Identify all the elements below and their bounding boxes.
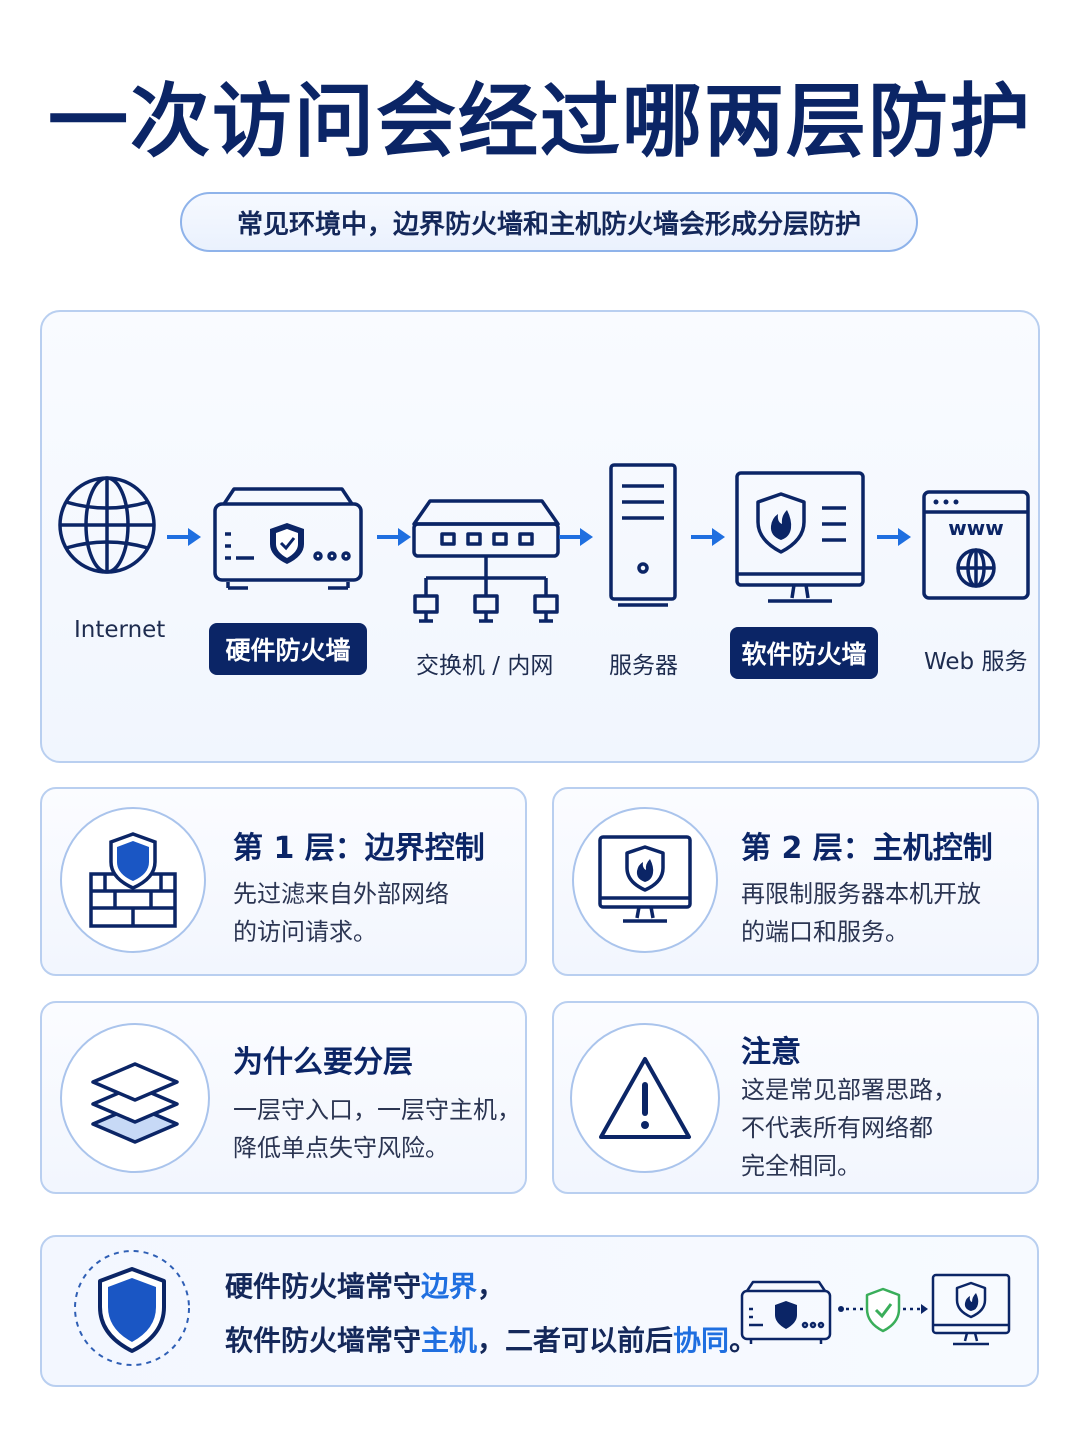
summary-text: ， [477,1270,506,1303]
card-text-line: 这是常见部署思路， [741,1076,957,1104]
card-text-line: 降低单点失守风险。 [233,1134,449,1162]
globe-icon [58,476,156,574]
card-text-line: 的访问请求。 [233,918,377,946]
card-text-line: 的端口和服务。 [741,918,909,946]
software-firewall-label: 软件防火墙 [730,627,878,679]
internet-label: Internet [74,617,166,643]
firewall-appliance-icon [213,487,363,590]
server-label: 服务器 [609,653,678,679]
monitor-flame-shield-icon [931,1273,1011,1346]
arrow-right-icon [377,528,411,546]
card-layer-2: 第 2 层：主机控制 再限制服务器本机开放 的端口和服务。 [552,787,1039,976]
web-service-label: Web 服务 [924,649,1028,675]
arrow-right-icon [559,528,593,546]
summary-line-2: 软件防火墙常守主机，二者可以前后协同。 [225,1319,757,1359]
page-title: 一次访问会经过哪两层防护 [48,75,1032,168]
check-shield-icon [838,1287,928,1333]
hardware-firewall-label: 硬件防火墙 [209,623,367,675]
monitor-flame-shield-icon [735,471,865,603]
summary-highlight: 边界 [421,1270,478,1303]
subtitle-banner: 常见环境中，边界防火墙和主机防火墙会形成分层防护 [180,192,918,252]
shield-icon [74,1250,190,1366]
summary-text: ，二者可以前后 [477,1324,674,1357]
arrow-right-icon [691,528,725,546]
arrow-right-icon [877,528,911,546]
card-text-line: 完全相同。 [741,1152,861,1180]
card-note: 注意 这是常见部署思路， 不代表所有网络都 完全相同。 [552,1001,1039,1194]
card-icon-holder [572,807,718,953]
card-icon-holder [60,807,206,953]
summary-line-1: 硬件防火墙常守边界， [225,1265,505,1305]
layers-icon [91,1062,179,1144]
summary-text: 软件防火墙常守 [225,1324,422,1357]
firewall-appliance-icon [740,1280,832,1344]
network-switch-icon [412,499,560,623]
arrow-right-icon [167,528,201,546]
server-tower-icon [609,463,677,607]
card-layer-1: 第 1 层：边界控制 先过滤来自外部网络 的访问请求。 [40,787,527,976]
switch-label: 交换机 / 内网 [416,653,554,679]
card-title: 为什么要分层 [233,1045,413,1080]
card-title: 第 2 层：主机控制 [741,831,993,866]
card-title: 注意 [741,1035,801,1070]
monitor-flame-shield-icon [598,835,692,923]
card-text-line: 不代表所有网络都 [741,1114,933,1142]
card-icon-holder [60,1023,210,1173]
card-text-line: 先过滤来自外部网络 [233,880,449,908]
card-icon-holder [570,1023,720,1173]
summary-text: 硬件防火墙常守 [225,1270,422,1303]
browser-window-icon [922,490,1030,600]
warning-triangle-icon [599,1057,691,1139]
flow-diagram-panel: Internet 硬件防火墙 [40,310,1040,763]
summary-highlight: 主机 [421,1324,478,1357]
card-why-layers: 为什么要分层 一层守入口，一层守主机， 降低单点失守风险。 [40,1001,527,1194]
card-text-line: 一层守入口，一层守主机， [233,1096,521,1124]
card-text-line: 再限制服务器本机开放 [741,880,981,908]
browser-www-icon: www [922,490,1030,602]
www-text: www [948,516,1004,540]
summary-highlight: 协同 [673,1324,730,1357]
summary-panel: 硬件防火墙常守边界， 软件防火墙常守主机，二者可以前后协同。 [40,1235,1039,1387]
brick-wall-shield-icon [89,832,177,928]
card-title: 第 1 层：边界控制 [233,831,485,866]
